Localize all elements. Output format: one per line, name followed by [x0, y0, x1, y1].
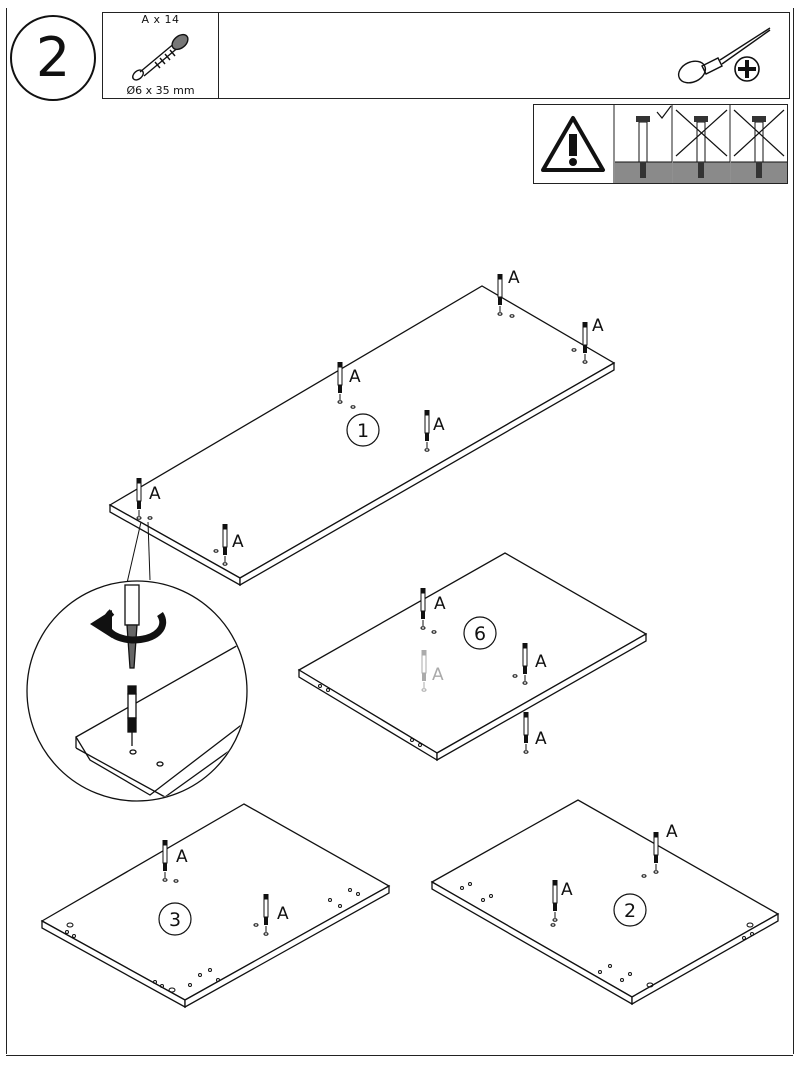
label-a: A: [592, 316, 604, 336]
label-a: A: [666, 822, 678, 842]
label-a: A: [535, 729, 547, 749]
panel-1-holes: [147, 314, 577, 553]
panel-2: [430, 799, 780, 1006]
label-a: A: [176, 847, 188, 867]
panel-3: [40, 803, 391, 1009]
part-cell: [102, 12, 219, 99]
correct-depth-panel: [615, 105, 672, 183]
label-a: A: [349, 367, 361, 387]
header-box: [102, 12, 790, 99]
warning-panels: [541, 104, 787, 184]
panel-6: [297, 552, 648, 762]
label-a-hidden: A: [432, 665, 444, 685]
dowel-labels: A A A A A A A A A A A A A A: [149, 268, 678, 924]
panel-number-3: 3: [158, 902, 192, 936]
detail-magnifier: [26, 580, 248, 802]
label-a: A: [232, 532, 244, 552]
panel-number-2: 2: [613, 893, 647, 927]
panel-2-holes: [460, 874, 754, 988]
step-number: 2: [35, 26, 71, 89]
label-a: A: [277, 904, 289, 924]
page-frame: [6, 8, 794, 1054]
panel-6-holes: [318, 630, 518, 747]
svg-text:1: 1: [357, 420, 369, 442]
too-deep-panel: [673, 109, 730, 183]
phillips-screwdriver-icon: [677, 27, 771, 84]
svg-text:3: 3: [169, 909, 181, 931]
part-size: Ø6 x 35 mm: [126, 84, 195, 97]
cam-dowel-icon: [132, 33, 189, 81]
part-quantity: A x 14: [141, 13, 180, 26]
warning-box: [533, 104, 788, 184]
label-a: A: [434, 594, 446, 614]
svg-text:6: 6: [474, 623, 486, 645]
label-a: A: [508, 268, 520, 288]
svg-text:2: 2: [624, 900, 636, 922]
label-a: A: [535, 652, 547, 672]
too-shallow-panel: [731, 109, 787, 183]
label-a: A: [433, 415, 445, 435]
label-a: A: [561, 880, 573, 900]
panel-number-6: 6: [463, 616, 497, 650]
bottom-rule: [6, 1055, 793, 1056]
step-number-circle: [10, 15, 96, 101]
label-a: A: [149, 484, 161, 504]
warning-triangle-icon: [541, 116, 605, 172]
panel-3-holes: [65, 879, 360, 993]
panel-number-1: 1: [346, 413, 380, 447]
phillips-head-icon: [734, 56, 760, 82]
